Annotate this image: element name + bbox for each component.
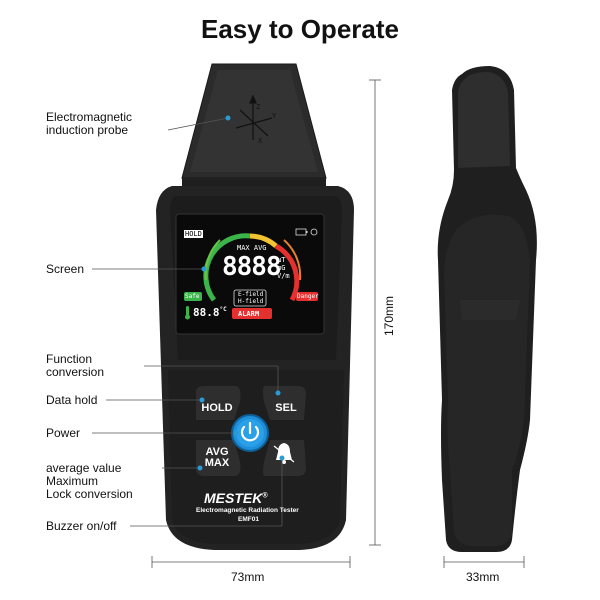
sel-button[interactable]: SEL	[275, 402, 297, 414]
callout-function-line2: conversion	[46, 365, 105, 379]
unit-vm: V/m	[277, 272, 290, 280]
screen-e-field: E-field	[238, 291, 264, 298]
probe-axis-y: Y	[272, 112, 277, 120]
screen-danger: Danger	[297, 293, 319, 300]
screen-temp-unit: °C	[219, 306, 227, 313]
screen-alarm: ALARM	[238, 310, 260, 318]
screen-hold-label: HOLD	[184, 230, 203, 238]
unit-mg: mG	[277, 264, 286, 272]
callout-data-hold: Data hold	[46, 393, 98, 407]
side-view-device	[437, 66, 537, 552]
screen-temp: 88.8°C	[193, 306, 227, 319]
max-label: MAX	[204, 457, 230, 469]
power-icon	[240, 425, 260, 442]
screen-units: µT mG V/m	[277, 256, 290, 280]
callout-buzzer: Buzzer on/off	[46, 519, 117, 533]
brand-logo: MESTEK®	[204, 490, 268, 506]
probe-head	[181, 63, 327, 188]
bell-icon	[273, 443, 295, 464]
screen-field-mode: E-field H-field	[238, 291, 263, 305]
screen-safe: Safe	[185, 293, 200, 300]
brand-mark: ®	[262, 492, 268, 500]
axis-icon	[235, 94, 273, 140]
device-screen	[175, 213, 325, 335]
callout-function: Function conversion	[46, 353, 104, 379]
probe-axis-z: Z	[256, 103, 261, 111]
callout-dots	[197, 115, 285, 471]
dimension-height: 170mm	[382, 295, 396, 336]
callout-lines	[92, 117, 283, 527]
callout-probe-line1: Electromagnetic	[46, 110, 133, 124]
page-title: Easy to Operate	[201, 14, 399, 44]
callout-avg-line2: Maximum	[46, 474, 99, 488]
screen-temp-value: 88.8	[193, 306, 220, 319]
model-number: EMF01	[238, 516, 259, 523]
probe-axis-x: X	[258, 137, 263, 145]
screen-reading: 8888	[222, 252, 282, 282]
product-name: Electromagnetic Radiation Tester	[196, 507, 299, 514]
screen-h-field: H-field	[238, 298, 264, 305]
avg-label: AVG	[205, 446, 229, 458]
unit-ut: µT	[277, 256, 286, 264]
callout-avg: average value Maximum Lock conversion	[46, 462, 133, 501]
brand-name: MESTEK	[204, 490, 263, 506]
hold-button[interactable]: HOLD	[201, 402, 233, 414]
power-button[interactable]	[234, 417, 266, 449]
dimension-width-side: 33mm	[466, 570, 500, 584]
callout-function-line1: Function	[46, 352, 93, 366]
avg-max-button[interactable]: AVG MAX	[198, 447, 236, 469]
screen-max-avg: MAX AVG	[237, 244, 267, 252]
dimension-lines	[151, 79, 525, 568]
callout-avg-line3: Lock conversion	[46, 487, 133, 501]
callout-power: Power	[46, 426, 81, 440]
callout-avg-line1: average value	[46, 461, 122, 475]
dimension-width-front: 73mm	[231, 570, 265, 584]
buzzer-button[interactable]	[270, 440, 304, 476]
callout-screen: Screen	[46, 262, 85, 276]
callout-probe-line2: induction probe	[46, 123, 129, 137]
callout-probe: Electromagnetic induction probe	[46, 111, 132, 137]
